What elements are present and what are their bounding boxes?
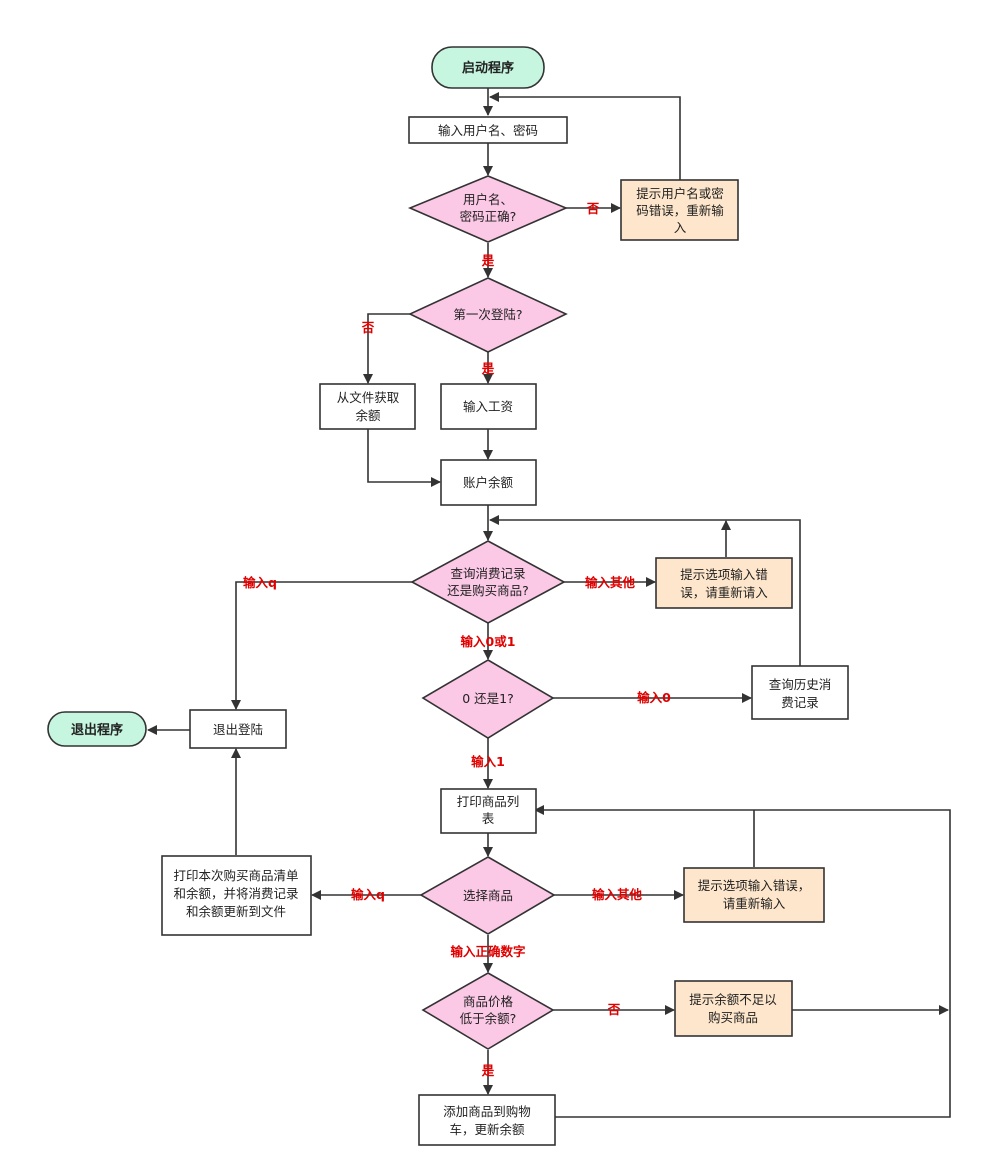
logout-label: 退出登陆 xyxy=(213,722,263,737)
edge-query-q xyxy=(231,581,412,710)
edge-cred-error-loop xyxy=(489,92,681,180)
option-error-1-box: 提示选项输入错 误，请重新请入 xyxy=(655,557,793,609)
input-salary-box: 输入工资 xyxy=(440,383,537,430)
print-receipt-box: 打印本次购买商品清单 和余额，并将消费记录 和余额更新到文件 xyxy=(161,855,312,936)
option-error-2-line-1: 提示选项输入错误， xyxy=(698,878,811,893)
label-price-no: 否 xyxy=(607,1002,621,1017)
edge-file-to-balance xyxy=(367,429,441,487)
query-or-buy-decision: 查询消费记录 还是购买商品? xyxy=(410,540,566,624)
query-history-line-1: 查询历史消 xyxy=(769,677,832,692)
logout-box: 退出登陆 xyxy=(189,709,287,749)
exit-terminal: 退出程序 xyxy=(47,711,147,747)
label-input-0-or-1: 输入0或1 xyxy=(461,634,516,649)
check-credentials-decision: 用户名、 密码正确? xyxy=(407,175,569,243)
label-input-0: 输入0 xyxy=(637,690,671,705)
credentials-error-line-1: 提示用户名或密 xyxy=(636,186,724,201)
insufficient-balance-line-2: 购买商品 xyxy=(708,1010,758,1025)
input-salary-label: 输入工资 xyxy=(463,399,513,414)
label-input-1: 输入1 xyxy=(471,754,505,769)
credentials-error-box: 提示用户名或密 码错误，重新输 入 xyxy=(620,179,739,241)
insufficient-balance-line-1: 提示余额不足以 xyxy=(689,992,777,1007)
option-error-1-line-1: 提示选项输入错 xyxy=(680,567,768,582)
label-input-q-1: 输入q xyxy=(243,575,277,590)
print-product-list-box: 打印商品列 表 xyxy=(440,788,537,834)
option-error-1-line-2: 误，请重新请入 xyxy=(680,585,768,600)
balance-from-file-box: 从文件获取 余额 xyxy=(319,383,416,430)
insufficient-balance-box: 提示余额不足以 购买商品 xyxy=(674,980,793,1037)
label-input-other-2: 输入其他 xyxy=(592,887,643,902)
price-check-decision: 商品价格 低于余额? xyxy=(421,972,555,1050)
nodes: 启动程序 输入用户名、密码 用户名、 密码正确? 提示用户名或密 码错误，重新输… xyxy=(47,46,849,1146)
label-cred-no: 否 xyxy=(586,201,600,216)
start-terminal: 启动程序 xyxy=(431,46,545,89)
balance-from-file-line-1: 从文件获取 xyxy=(337,390,400,405)
label-input-other-1: 输入其他 xyxy=(585,575,636,590)
connectors xyxy=(147,88,951,1118)
edge-labels: 否 是 否 是 输入q 输入其他 输入0或1 输入0 输入1 输入q 输入其他 … xyxy=(243,201,671,1078)
print-product-list-line-1: 打印商品列 xyxy=(457,794,520,809)
option-error-2-box: 提示选项输入错误， 请重新输入 xyxy=(683,867,825,923)
start-terminal-label: 启动程序 xyxy=(462,60,514,76)
query-or-buy-line-2: 还是购买商品? xyxy=(447,583,529,598)
select-product-label: 选择商品 xyxy=(463,888,513,903)
label-cred-yes: 是 xyxy=(481,253,495,268)
edge-first-no xyxy=(363,313,410,384)
account-balance-box: 账户余额 xyxy=(440,459,537,506)
print-receipt-line-1: 打印本次购买商品清单 xyxy=(173,868,298,883)
print-receipt-line-3: 和余额更新到文件 xyxy=(186,904,286,919)
edge-cart-loop xyxy=(534,805,951,1118)
credentials-error-line-2: 码错误，重新输 xyxy=(636,203,724,218)
balance-from-file-line-2: 余额 xyxy=(355,408,381,423)
add-to-cart-box: 添加商品到购物 车，更新余额 xyxy=(418,1094,556,1146)
check-credentials-line-1: 用户名、 xyxy=(463,192,513,207)
label-price-yes: 是 xyxy=(481,1063,495,1078)
account-balance-label: 账户余额 xyxy=(463,475,514,490)
credentials-error-line-3: 入 xyxy=(674,220,687,235)
print-product-list-line-2: 表 xyxy=(482,811,495,826)
add-to-cart-line-2: 车，更新余额 xyxy=(449,1122,525,1137)
input-credentials-box: 输入用户名、密码 xyxy=(408,116,568,144)
query-or-buy-line-1: 查询消费记录 xyxy=(450,566,525,581)
zero-or-one-label: 0 还是1? xyxy=(462,691,514,706)
first-login-label: 第一次登陆? xyxy=(453,307,522,322)
price-check-line-1: 商品价格 xyxy=(463,994,514,1009)
add-to-cart-line-1: 添加商品到购物 xyxy=(443,1104,531,1119)
query-history-line-2: 费记录 xyxy=(781,695,819,710)
zero-or-one-decision: 0 还是1? xyxy=(421,659,555,739)
label-input-correct-number: 输入正确数字 xyxy=(450,944,525,959)
label-input-q-2: 输入q xyxy=(351,887,385,902)
first-login-decision: 第一次登陆? xyxy=(408,277,568,353)
print-receipt-line-2: 和余额，并将消费记录 xyxy=(173,886,298,901)
exit-terminal-label: 退出程序 xyxy=(71,722,123,738)
check-credentials-line-2: 密码正确? xyxy=(460,209,517,224)
select-product-decision: 选择商品 xyxy=(419,856,556,935)
label-first-no: 否 xyxy=(361,320,375,335)
price-check-line-2: 低于余额? xyxy=(460,1011,517,1026)
option-error-2-line-2: 请重新输入 xyxy=(723,896,786,911)
edge-loop-to-query xyxy=(489,515,801,666)
query-history-box: 查询历史消 费记录 xyxy=(751,665,849,720)
label-first-yes: 是 xyxy=(481,361,495,376)
input-credentials-label: 输入用户名、密码 xyxy=(438,123,538,138)
